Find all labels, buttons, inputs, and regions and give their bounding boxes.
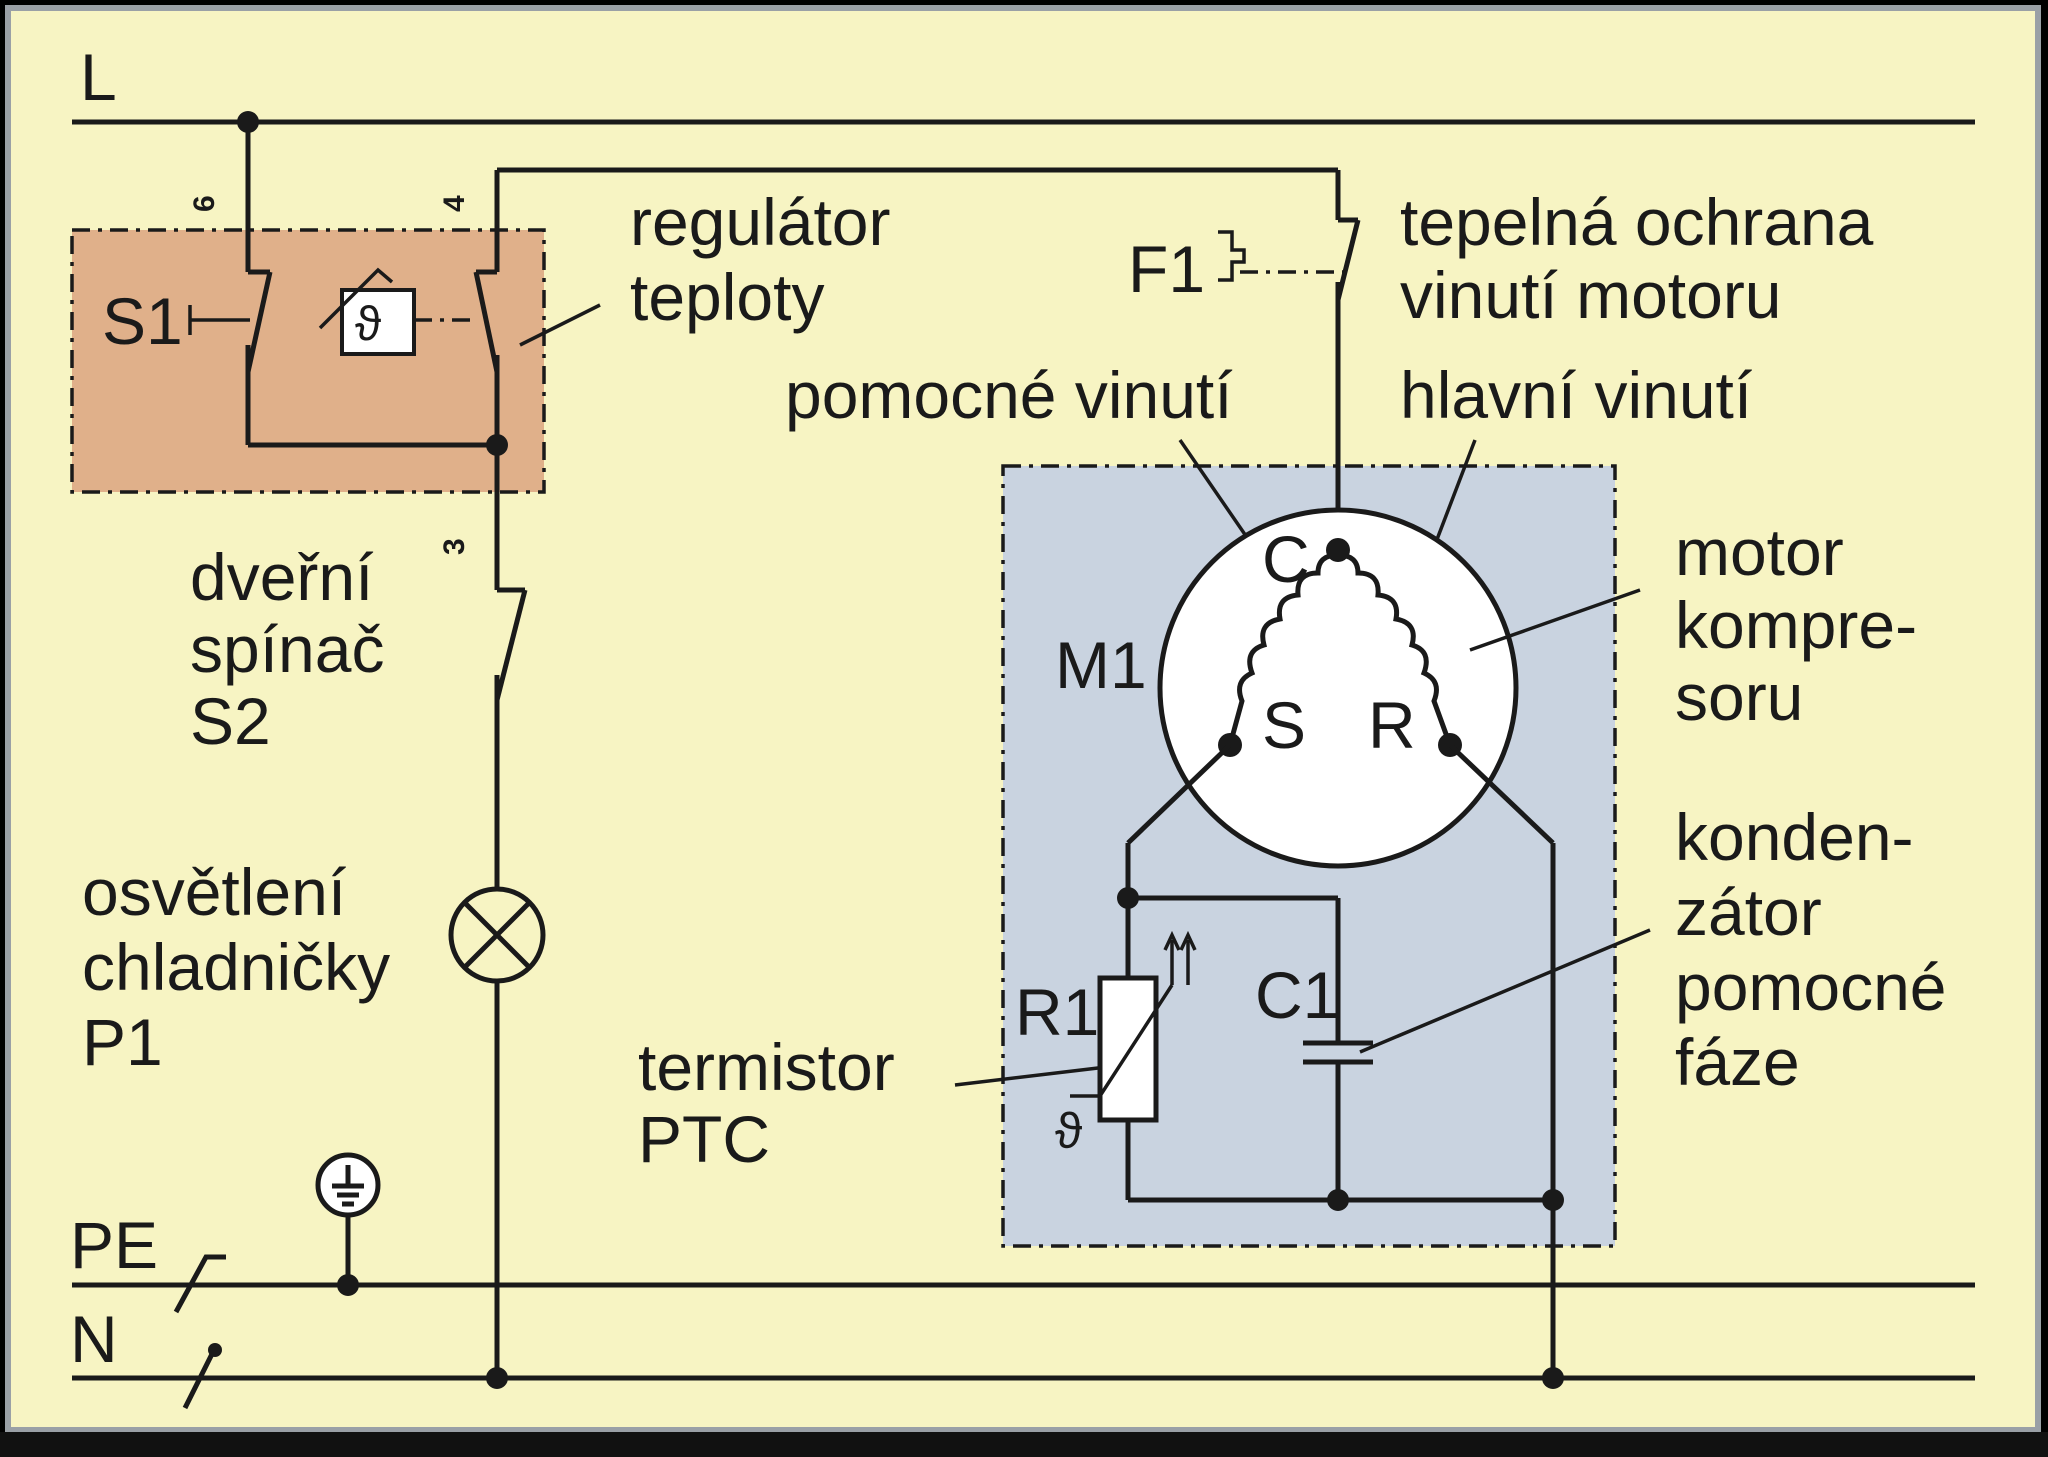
motor-ref-label: M1 (1055, 628, 1147, 702)
controller-label-line2: teploty (630, 260, 824, 334)
auxiliary-winding-label: pomocné vinutí (785, 358, 1233, 432)
motor-label-line2: kompre- (1675, 588, 1917, 662)
terminal-4-label: 4 (438, 195, 471, 212)
n-break-dot (208, 1343, 222, 1357)
s1-switch-blade (245, 271, 273, 373)
thermal-protection-line1: tepelná ochrana (1400, 185, 1874, 259)
door-switch-line1: dveřní (190, 540, 374, 614)
line-n-label: N (70, 1302, 118, 1376)
temperature-controller-box-border (70, 228, 546, 494)
line-l-label: L (80, 40, 117, 114)
motor-label-line3: soru (1675, 660, 1803, 734)
thermistor-arrowhead1 (1163, 930, 1181, 951)
pe-break-mark (173, 1254, 226, 1314)
terminal-6-label: 6 (188, 195, 221, 212)
door-switch-line2: spínač (190, 612, 384, 686)
door-switch-line3: S2 (190, 684, 271, 758)
thermostat-switch-blade (473, 271, 500, 373)
thermistor-leader (954, 1066, 1099, 1087)
terminal-c-label: C (1262, 522, 1310, 596)
main-winding-label: hlavní vinutí (1400, 358, 1753, 432)
s1-label: S1 (102, 284, 183, 358)
junction-r-bottom (1542, 1189, 1564, 1211)
thermistor-symbol: ϑ (1055, 1103, 1082, 1159)
capacitor-label-line2: zátor (1675, 875, 1822, 949)
thermistor-arrowhead2 (1179, 930, 1197, 951)
terminal-r-label: R (1368, 688, 1416, 762)
temperature-sensor-symbol: ϑ (355, 298, 381, 351)
thermistor-label-line1: termistor (638, 1030, 895, 1104)
s2-switch-blade (494, 589, 528, 701)
controller-label-line1: regulátor (630, 185, 891, 259)
terminal-c-dot (1326, 538, 1350, 562)
temperature-sensor-box (340, 288, 416, 356)
terminal-s-label: S (1262, 688, 1306, 762)
f1-label: F1 (1128, 232, 1205, 306)
junction-pe-ground (337, 1274, 359, 1296)
main-winding-coil (1337, 552, 1453, 746)
temperature-controller-box (72, 230, 544, 492)
capacitor-label-line4: fáze (1675, 1025, 1800, 1099)
capacitor-label-line3: pomocné (1675, 950, 1947, 1024)
auxiliary-winding-coil (1227, 552, 1339, 746)
capacitor-ref-label: C1 (1255, 958, 1339, 1032)
wire-r-diagonal (1448, 743, 1555, 845)
thermistor-label-line2: PTC (638, 1102, 770, 1176)
junction-lamp-n (486, 1367, 508, 1389)
compressor-motor-icon (1157, 507, 1519, 869)
thermistor-body (1097, 975, 1159, 1123)
n-break-mark (182, 1350, 216, 1410)
controller-leader (519, 303, 601, 347)
junction-r-n (1542, 1367, 1564, 1389)
bottom-strip (0, 1432, 2048, 1457)
f1-thermal-element-icon (1218, 230, 1246, 282)
capacitor-label-line1: konden- (1675, 800, 1914, 874)
thermistor-ref-label: R1 (1015, 975, 1099, 1049)
thermal-protection-line2: vinutí motoru (1400, 258, 1782, 332)
capacitor-leader (1359, 928, 1651, 1054)
wire-s-diagonal (1126, 743, 1232, 845)
temperature-sensor-arrow (318, 267, 394, 330)
terminal-3-label: 3 (438, 538, 471, 555)
junction-node-3 (486, 434, 508, 456)
compressor-motor-box-border (1001, 464, 1617, 1248)
motor-label-line1: motor (1675, 515, 1844, 589)
light-label-line3: P1 (82, 1005, 163, 1079)
junction-capacitor-bottom (1327, 1189, 1349, 1211)
light-label-line2: chladničky (82, 930, 390, 1004)
motor-leader (1469, 588, 1641, 652)
line-pe-label: PE (70, 1208, 158, 1282)
light-label-line1: osvětlení (82, 855, 347, 929)
f1-switch-blade (1335, 219, 1361, 301)
thermistor-slope-line (1070, 984, 1174, 1098)
lamp-icon-cross2 (463, 901, 531, 969)
